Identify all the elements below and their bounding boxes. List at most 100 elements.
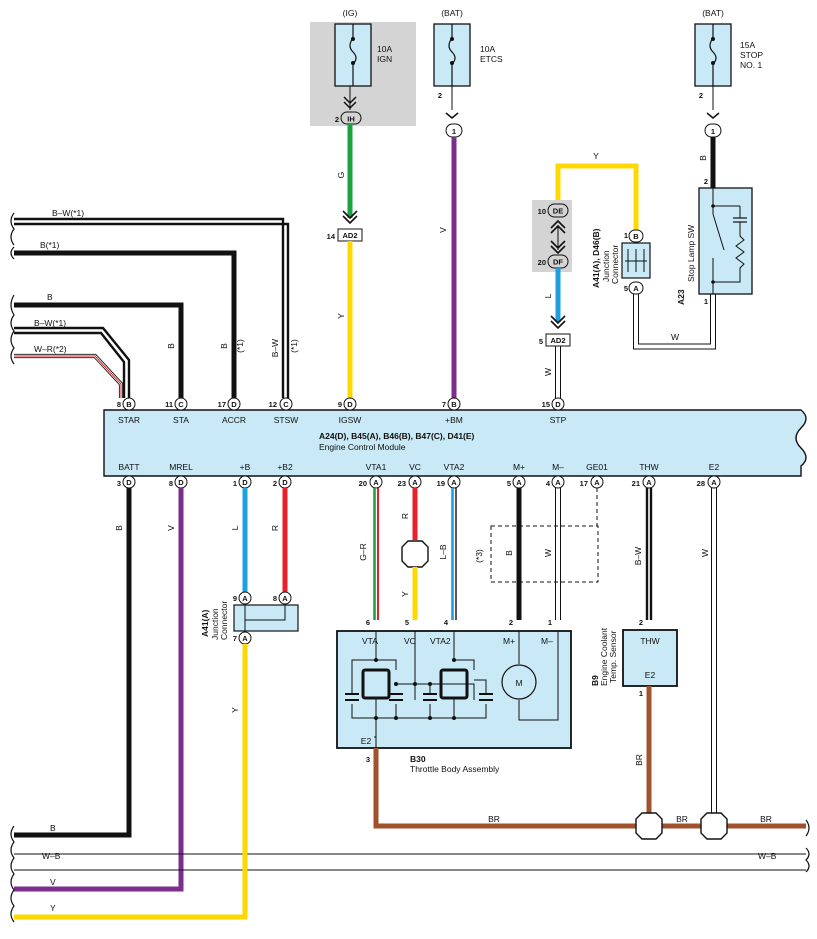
wire-label-b-accr: B xyxy=(219,343,229,349)
junction-connector-bottom: 9 A 8 A 7 A A41(A) Junction Connector xyxy=(200,591,299,645)
svg-text:M–: M– xyxy=(552,462,564,472)
throttle-name: Throttle Body Assembly xyxy=(410,764,500,774)
svg-text:D: D xyxy=(178,478,184,487)
svg-text:B: B xyxy=(126,400,132,409)
svg-text:8: 8 xyxy=(273,594,277,603)
svg-text:+B2: +B2 xyxy=(277,462,293,472)
svg-text:ACCR: ACCR xyxy=(222,415,246,425)
ecm-box xyxy=(103,409,807,477)
ad2-conn-2: AD2 xyxy=(550,336,565,345)
ecm-pin-mminus: M– 4 A xyxy=(546,462,565,489)
thw-sensor-id: B9 xyxy=(590,675,600,686)
wire-label-w-sw: W xyxy=(671,332,679,342)
etcs-source-label: (BAT) xyxy=(441,8,463,18)
ecm-pin-e2: E2 28 A xyxy=(697,462,721,489)
svg-text:9: 9 xyxy=(338,400,342,409)
wire-label-y1: Y xyxy=(336,313,346,319)
svg-text:MREL: MREL xyxy=(169,462,193,472)
svg-text:STAR: STAR xyxy=(118,415,140,425)
ecm-title: A24(D), B45(A), B46(B), B47(C), D41(E) xyxy=(319,431,475,441)
ecm-pin-batt: BATT 3 D xyxy=(117,462,140,489)
svg-text:8: 8 xyxy=(117,400,121,409)
ecm-pin-bm: 7 B +BM xyxy=(442,397,463,425)
svg-text:4: 4 xyxy=(444,618,449,627)
wire-label-r-vc: R xyxy=(400,513,410,519)
ecm-pin-accr: 17 D ACCR xyxy=(218,397,246,425)
throttle-pin-vta: VTA xyxy=(362,636,378,646)
thw-sensor-name2: Temp. Sensor xyxy=(608,630,618,683)
svg-text:A: A xyxy=(242,594,248,603)
left-wire-label-b1: B(*1) xyxy=(40,240,60,250)
ecm-pin-vta2: VTA2 19 A xyxy=(437,462,465,489)
wire-label-wb-right: W–B xyxy=(758,851,777,861)
svg-text:6: 6 xyxy=(366,618,370,627)
wire-label-br-thw: BR xyxy=(634,754,644,766)
svg-text:D: D xyxy=(347,400,353,409)
df-pin: 20 xyxy=(538,258,546,267)
wire-br-ground xyxy=(373,748,806,829)
stop-lamp-switch: 2 1 A23 Stop Lamp SW xyxy=(676,177,753,306)
wire-label-b-sta: B xyxy=(166,343,176,349)
svg-text:D: D xyxy=(126,478,132,487)
wire-label-b-bus: B xyxy=(50,823,56,833)
svg-text:8: 8 xyxy=(169,479,173,488)
svg-text:7: 7 xyxy=(233,634,237,643)
shield-box xyxy=(490,525,599,583)
ecm-pin-vc: VC 23 A xyxy=(398,462,422,489)
ign-source-label: (IG) xyxy=(343,8,358,18)
wire-b-sta xyxy=(14,302,184,398)
wire-label-w-stp: W xyxy=(543,368,553,376)
svg-text:A: A xyxy=(282,594,288,603)
wire-label-y-junc: Y xyxy=(230,707,240,713)
wire-y-stp xyxy=(555,163,639,230)
svg-text:1: 1 xyxy=(624,231,628,240)
junction-bot-name2: Connector xyxy=(219,601,229,640)
ecm-pin-ge01: GE01 17 A xyxy=(580,462,608,489)
wire-label-br-3: BR xyxy=(760,814,772,824)
stop-name1: STOP xyxy=(740,50,763,60)
left-wire-label-b: B xyxy=(47,292,53,302)
svg-text:B: B xyxy=(633,232,639,241)
svg-text:BATT: BATT xyxy=(118,462,139,472)
svg-text:+BM: +BM xyxy=(445,415,463,425)
wire-wr-star xyxy=(14,353,124,398)
wire-label-y2: Y xyxy=(593,151,599,161)
wire-label-v1: V xyxy=(438,227,448,233)
thw-sensor-top: THW xyxy=(640,636,659,646)
wire-label-bw-stsw: B–W xyxy=(270,339,280,357)
svg-text:4: 4 xyxy=(546,479,551,488)
wire-label-br-1: BR xyxy=(488,814,500,824)
wire-label-gr: G–R xyxy=(358,543,368,560)
throttle-pin-mminus: M– xyxy=(541,636,553,646)
ad2-conn-1: AD2 xyxy=(342,231,357,240)
etcs-pin: 2 xyxy=(438,91,442,100)
stop-name2: NO. 1 xyxy=(740,60,762,70)
ecm-pin-star: 8 B STAR xyxy=(117,397,140,425)
svg-text:A: A xyxy=(633,284,639,293)
svg-text:2: 2 xyxy=(273,479,277,488)
splice-e2 xyxy=(700,812,728,840)
wire-note-stsw: (*1) xyxy=(289,339,299,353)
svg-text:1: 1 xyxy=(548,618,552,627)
wire-label-b-batt: B xyxy=(114,525,124,531)
svg-text:5: 5 xyxy=(507,479,511,488)
svg-text:2: 2 xyxy=(509,618,513,627)
svg-text:21: 21 xyxy=(632,479,640,488)
wire-label-lb: L–B xyxy=(438,544,448,559)
etcs-rating: 10A xyxy=(480,44,495,54)
throttle-pin-mplus: M+ xyxy=(503,636,515,646)
wire-label-v-bus: V xyxy=(50,877,56,887)
throttle-id: B30 xyxy=(410,754,426,764)
ign-pin: 2 xyxy=(335,115,339,124)
stop-pin: 2 xyxy=(699,91,703,100)
junction-connector-top: 1 B 5 A A41(A), D46(B) Junction Connecto… xyxy=(591,228,651,295)
shield-note: (*3) xyxy=(474,549,484,563)
wire-label-y-bus: Y xyxy=(50,903,56,913)
ecm-pin-stp: 15 D STP xyxy=(542,397,567,425)
stop-conn: 1 xyxy=(711,127,715,136)
ecm-pin-mrel: MREL 8 D xyxy=(169,462,193,489)
ecm-pin-sta: 11 C STA xyxy=(165,397,189,425)
stop-sw-pin-bot: 1 xyxy=(704,297,708,306)
left-wire-label-bw2: B–W(*1) xyxy=(34,318,66,328)
